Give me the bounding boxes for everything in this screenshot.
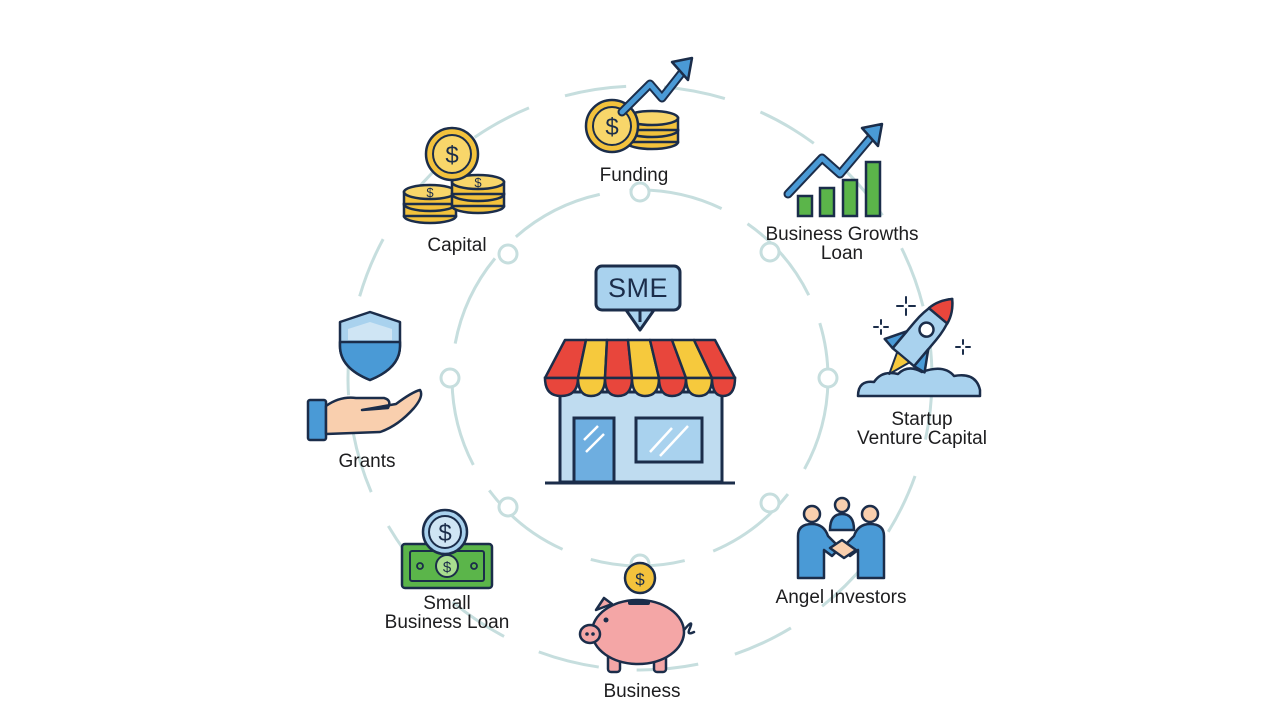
shield-hand-icon <box>306 310 423 442</box>
ring-dot <box>759 241 781 263</box>
coins-growth-arrow-icon: $ <box>584 56 694 154</box>
ring-dot <box>629 181 651 203</box>
node-label-small-business-loan: Small Business Loan <box>384 593 510 633</box>
node-label-startup-venture-capital: Startup Venture Capital <box>857 409 987 449</box>
svg-text:$: $ <box>445 142 458 169</box>
svg-text:$: $ <box>438 520 451 547</box>
piggy-bank-icon: $ <box>578 561 696 674</box>
ring-dot <box>759 492 781 514</box>
node-label-business-savings: Business <box>603 681 681 702</box>
node-label-funding: Funding <box>599 165 669 186</box>
ring-dot <box>497 243 519 265</box>
ring-dot <box>817 367 839 389</box>
ring-dot <box>497 496 519 518</box>
svg-text:$: $ <box>474 175 482 190</box>
storefront-icon <box>543 264 737 485</box>
svg-text:$: $ <box>426 185 434 200</box>
ring-dot <box>439 367 461 389</box>
node-label-business-growth-loan: Business Growths Loan <box>765 224 919 264</box>
sme-sign-label: SME <box>607 273 668 303</box>
node-label-angel-investors: Angel Investors <box>775 587 907 608</box>
node-label-capital: Capital <box>427 235 487 256</box>
handshake-people-icon <box>796 496 886 580</box>
banknote-coin-icon: $ $ <box>400 508 494 590</box>
bar-chart-arrow-icon <box>783 122 884 218</box>
svg-text:$: $ <box>605 114 618 141</box>
svg-text:$: $ <box>635 570 645 589</box>
node-label-grants: Grants <box>338 451 396 472</box>
svg-text:$: $ <box>443 559 452 576</box>
rocket-icon <box>856 296 982 398</box>
coin-stack-icon: $ $ $ <box>402 126 506 225</box>
